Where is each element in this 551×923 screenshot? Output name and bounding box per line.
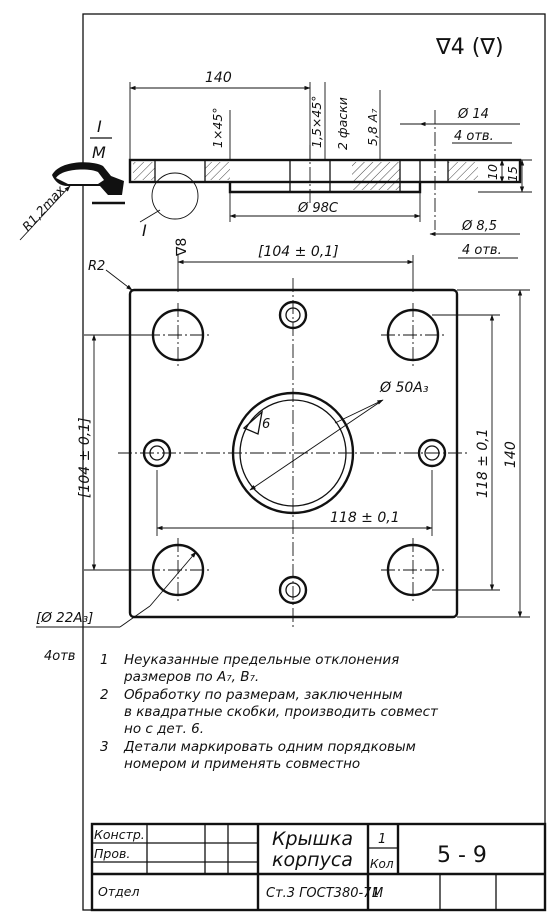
dim-104-vertical: [104 ± 0,1]	[77, 417, 93, 498]
note-text: Обработку по размерам, заключенным в ква…	[124, 687, 438, 737]
dim-140-top: 140	[205, 70, 232, 86]
title-qty: 1	[378, 832, 386, 847]
dim-bore: 5,8 A₇	[365, 109, 380, 146]
section-roman-label: I	[142, 221, 147, 240]
dim-118-horizontal: 118 ± 0,1	[330, 510, 400, 526]
section-detail: I M R1,2max I	[19, 117, 199, 241]
note-number: 1	[100, 652, 109, 668]
note-item: 2 Обработку по размерам, заключенным в к…	[96, 687, 546, 738]
dim-118-vertical: 118 ± 0,1	[475, 428, 491, 498]
part-name-line2: корпуса	[272, 849, 353, 871]
dim-r2: R2	[88, 259, 105, 274]
dim-holes-4-mid: 4 отв.	[462, 243, 502, 258]
part-name-line1: Крышка	[272, 828, 353, 850]
dim-dia-50: Ø 50A₃	[379, 380, 429, 396]
note-item: 1 Неуказанные предельные отклонения разм…	[96, 652, 546, 686]
dim-dia-14: Ø 14	[457, 107, 489, 122]
section-label-bottom: M	[92, 143, 106, 162]
dim-height-15: 15	[505, 166, 520, 182]
central-bore-inner	[239, 399, 347, 507]
radius-label: R1,2max	[19, 182, 68, 234]
title-scale: М	[372, 886, 383, 901]
surface-finish-symbol: ∇4 (∇)	[435, 35, 504, 60]
plan-view: [104 ± 0,1] R2	[36, 244, 530, 664]
title-prov: Пров.	[94, 846, 130, 861]
title-block	[90, 822, 547, 912]
finish-6: 6	[262, 417, 270, 432]
dim-chamfer-2: 1,5×45°	[309, 95, 324, 148]
section-label-top: I	[97, 117, 102, 136]
note-number: 3	[100, 739, 109, 755]
note-number: 2	[100, 687, 109, 703]
dim-chamfer-1: 1×45°	[210, 107, 225, 148]
notes-list: 1 Неуказанные предельные отклонения разм…	[96, 652, 546, 774]
dim-dia-8-5: Ø 8,5	[461, 219, 497, 234]
title-konstr: Констр.	[94, 827, 145, 842]
note-item: 3 Детали маркировать одним порядковым но…	[96, 739, 546, 773]
title-qty-label: Кол	[370, 857, 394, 871]
title-material: Ст.3 ГОСТ380-71	[266, 886, 380, 901]
dim-holes-4-top: 4 отв.	[454, 129, 494, 144]
drawing-number: 5 - 9	[437, 843, 487, 868]
dim-chamfer-2-note: 2 фаски	[335, 97, 350, 150]
note-text: Неуказанные предельные отклонения размер…	[124, 652, 400, 685]
plate-outline	[128, 288, 459, 619]
detail-circle	[151, 172, 199, 220]
dim-height-10: 10	[485, 164, 500, 180]
dim-dia-98: Ø 98C	[297, 201, 339, 216]
central-bore-outer	[231, 391, 355, 515]
dim-104-horizontal: [104 ± 0,1]	[258, 244, 339, 260]
corner-holes	[146, 303, 445, 602]
finish-8: ∇8	[174, 238, 190, 257]
note-text: Детали маркировать одним порядковым номе…	[124, 739, 416, 772]
title-otdel: Отдел	[98, 884, 139, 899]
small-holes	[142, 300, 447, 605]
dim-dia-22: [Ø 22A₃]	[36, 610, 93, 626]
section-dimensions: 140 1×45° 1,5×45° 2 фаски 5,8 A₇ Ø 14 4 …	[129, 70, 532, 259]
dim-140-vertical: 140	[503, 441, 519, 468]
dim-holes-4-bottom: 4отв	[44, 649, 75, 664]
